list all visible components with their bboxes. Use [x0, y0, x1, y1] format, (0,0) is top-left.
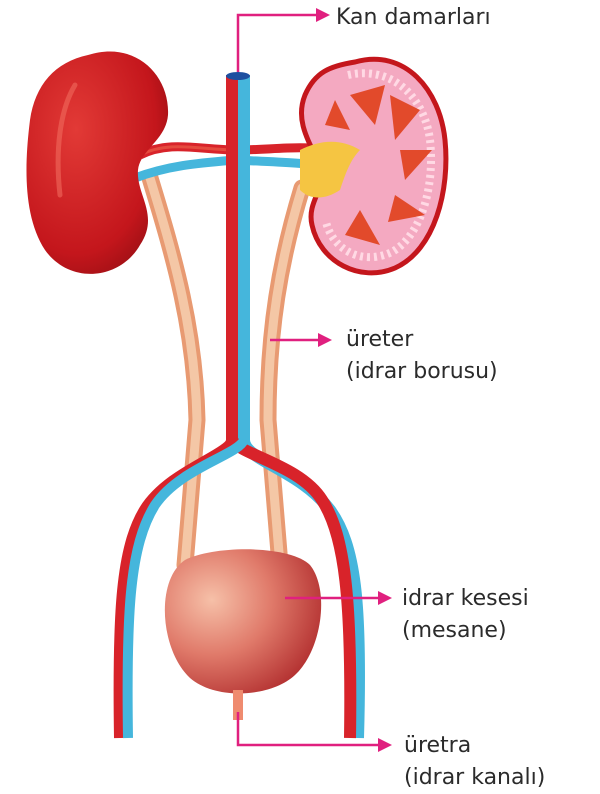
left-kidney	[26, 51, 168, 273]
label-bladder-line1: idrar kesesi	[402, 583, 529, 615]
pointer-blood-vessels	[238, 15, 318, 72]
label-blood-vessels: Kan damarları	[336, 2, 491, 34]
label-ureter: üreter (idrar borusu)	[346, 324, 498, 388]
vessel-top-opening	[226, 72, 250, 80]
label-bladder: idrar kesesi (mesane)	[402, 583, 529, 647]
label-urethra: üretra (idrar kanalı)	[404, 730, 545, 794]
label-urethra-line2: (idrar kanalı)	[404, 762, 545, 794]
label-ureter-line1: üreter	[346, 324, 498, 356]
label-bladder-line2: (mesane)	[402, 615, 529, 647]
label-urethra-line1: üretra	[404, 730, 545, 762]
bladder	[165, 549, 321, 720]
label-blood-vessels-line1: Kan damarları	[336, 2, 491, 34]
label-ureter-line2: (idrar borusu)	[346, 356, 498, 388]
right-kidney-section	[300, 59, 446, 273]
